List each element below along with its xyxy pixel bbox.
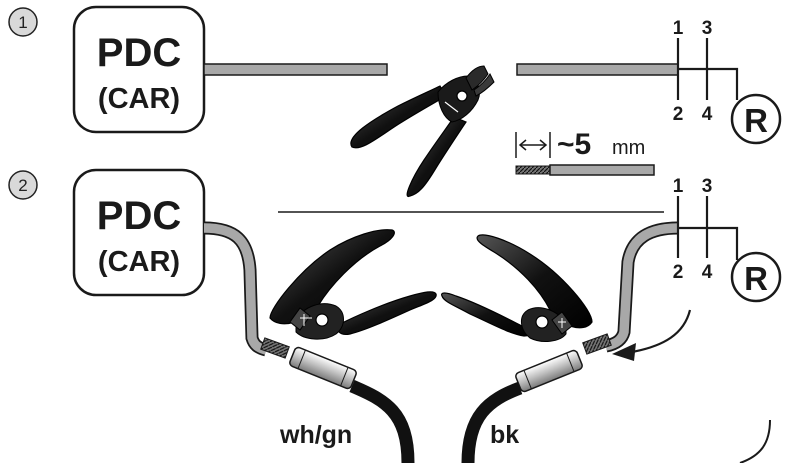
relay-connector-1: [676, 38, 739, 100]
page-corner-curve: [739, 419, 771, 463]
relay-label: R: [744, 260, 768, 297]
black-wire-right: [461, 381, 523, 463]
relay-label: R: [744, 102, 768, 139]
relay-icon: R: [730, 93, 782, 145]
insert-arrow-icon: [612, 309, 692, 361]
pin-3-label: 3: [702, 176, 713, 197]
pin-2-label: 2: [673, 262, 684, 283]
pin-4-label: 4: [702, 104, 713, 125]
black-wire-left: [349, 380, 415, 463]
step-number: 2: [18, 176, 27, 195]
pin-4-label: 4: [702, 262, 713, 283]
pin-3-label: 3: [702, 18, 713, 39]
step-1: 1 PDC (CAR) 1 3 2 4 R: [8, 5, 782, 197]
crimping-pliers-icon: [441, 234, 593, 342]
step-number: 1: [18, 13, 27, 32]
butt-connector-icon: [515, 349, 583, 393]
device-label-line2: (CAR): [98, 83, 180, 115]
strip-length-value: ~5: [557, 128, 591, 161]
strip-length-unit: mm: [612, 137, 645, 159]
wire-label-left: wh/gn: [279, 421, 352, 449]
cable-left-segment: [203, 63, 388, 76]
pin-1-label: 1: [673, 176, 684, 197]
wire-label-right: bk: [490, 421, 519, 449]
strip-length-indicator: ~5 mm: [515, 128, 655, 176]
step-number-badge: 2: [8, 170, 38, 200]
cable-right-segment: [516, 63, 679, 76]
device-label-line2: (CAR): [98, 246, 180, 278]
cable-right-bent: [582, 221, 679, 355]
wire-cutter-icon: [350, 65, 495, 197]
pin-2-label: 2: [673, 104, 684, 125]
butt-connector-icon: [289, 346, 357, 390]
step-2: 2 PDC (CAR): [8, 168, 782, 463]
relay-icon: R: [730, 251, 782, 303]
pdc-device-box: PDC (CAR): [72, 5, 206, 134]
pdc-device-box: PDC (CAR): [72, 168, 206, 297]
device-label-line1: PDC: [97, 194, 181, 238]
step-number-badge: 1: [8, 7, 38, 37]
cable-left-bent: [203, 221, 290, 359]
relay-connector-2: [676, 196, 739, 260]
crimping-pliers-icon: [269, 229, 437, 340]
pin-1-label: 1: [673, 18, 684, 39]
device-label-line1: PDC: [97, 31, 181, 75]
